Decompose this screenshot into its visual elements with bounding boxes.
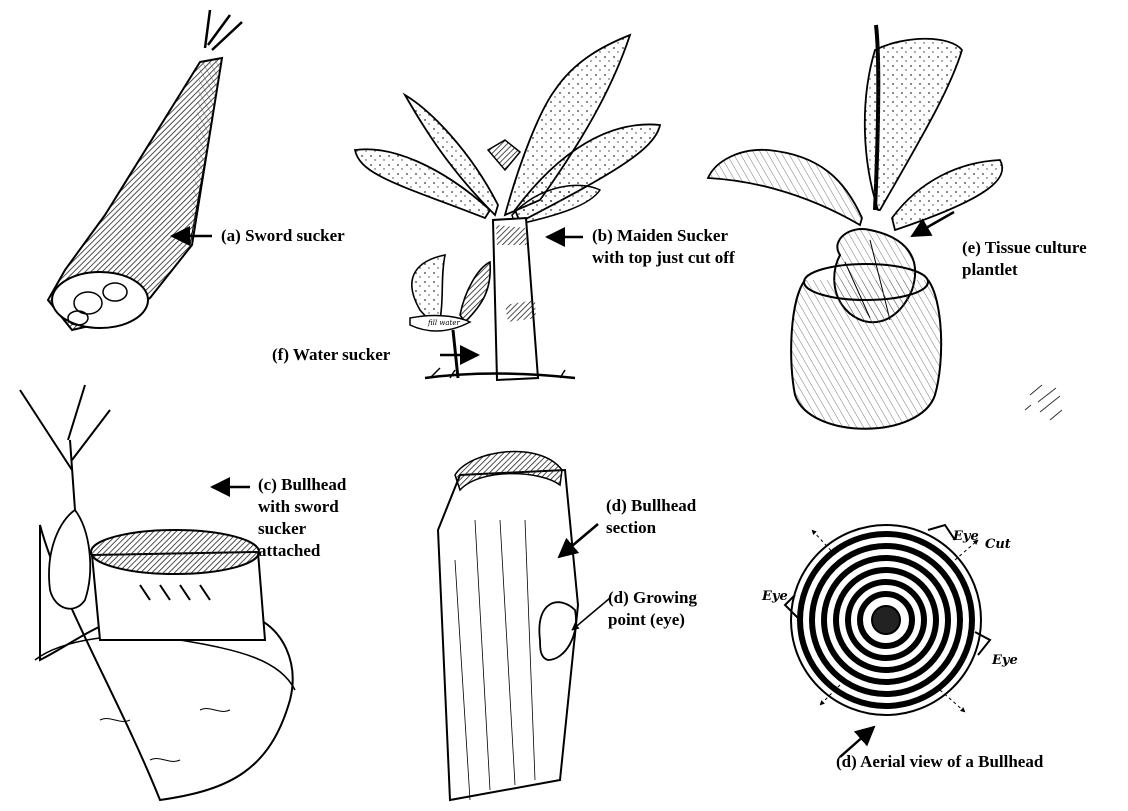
label-bullhead-sword: (c) Bullhead <box>258 475 346 495</box>
tissue-culture-plantlet-drawing <box>708 25 1002 429</box>
label-bullhead-sword-line2: with sword <box>258 497 339 517</box>
label-water-sucker: (f) Water sucker <box>272 345 390 365</box>
eye-label-right: Eye <box>991 653 1018 668</box>
label-tissue-culture-line2: plantlet <box>962 260 1018 280</box>
label-sword-sucker: (a) Sword sucker <box>221 226 345 246</box>
bullhead-with-sucker-drawing <box>20 385 295 800</box>
label-bullhead-section-line2: section <box>606 518 656 538</box>
aerial-view-bullhead-drawing: Eye Cut Eye Eye <box>761 525 1018 715</box>
label-growing-point: (d) Growing <box>608 588 697 608</box>
eye-label-left: Eye <box>761 589 788 604</box>
label-bullhead-sword-line3: sucker <box>258 519 306 539</box>
label-maiden-sucker-line2: with top just cut off <box>592 248 735 268</box>
maiden-sucker-drawing: fill water <box>355 35 660 380</box>
handwritten-note <box>1025 385 1062 420</box>
label-growing-point-line2: point (eye) <box>608 610 685 630</box>
label-maiden-sucker: (b) Maiden Sucker <box>592 226 728 246</box>
eye-label-top: Eye <box>952 529 979 544</box>
bullhead-section-drawing <box>438 451 578 800</box>
water-tag-text: fill water <box>427 319 460 327</box>
label-bullhead-sword-line4: attached <box>258 541 320 561</box>
label-tissue-culture: (e) Tissue culture <box>962 238 1087 258</box>
label-aerial-view: (d) Aerial view of a Bullhead <box>836 752 1043 772</box>
label-bullhead-section: (d) Bullhead <box>606 496 696 516</box>
cut-label: Cut <box>985 537 1011 552</box>
sword-sucker-drawing <box>48 10 242 330</box>
